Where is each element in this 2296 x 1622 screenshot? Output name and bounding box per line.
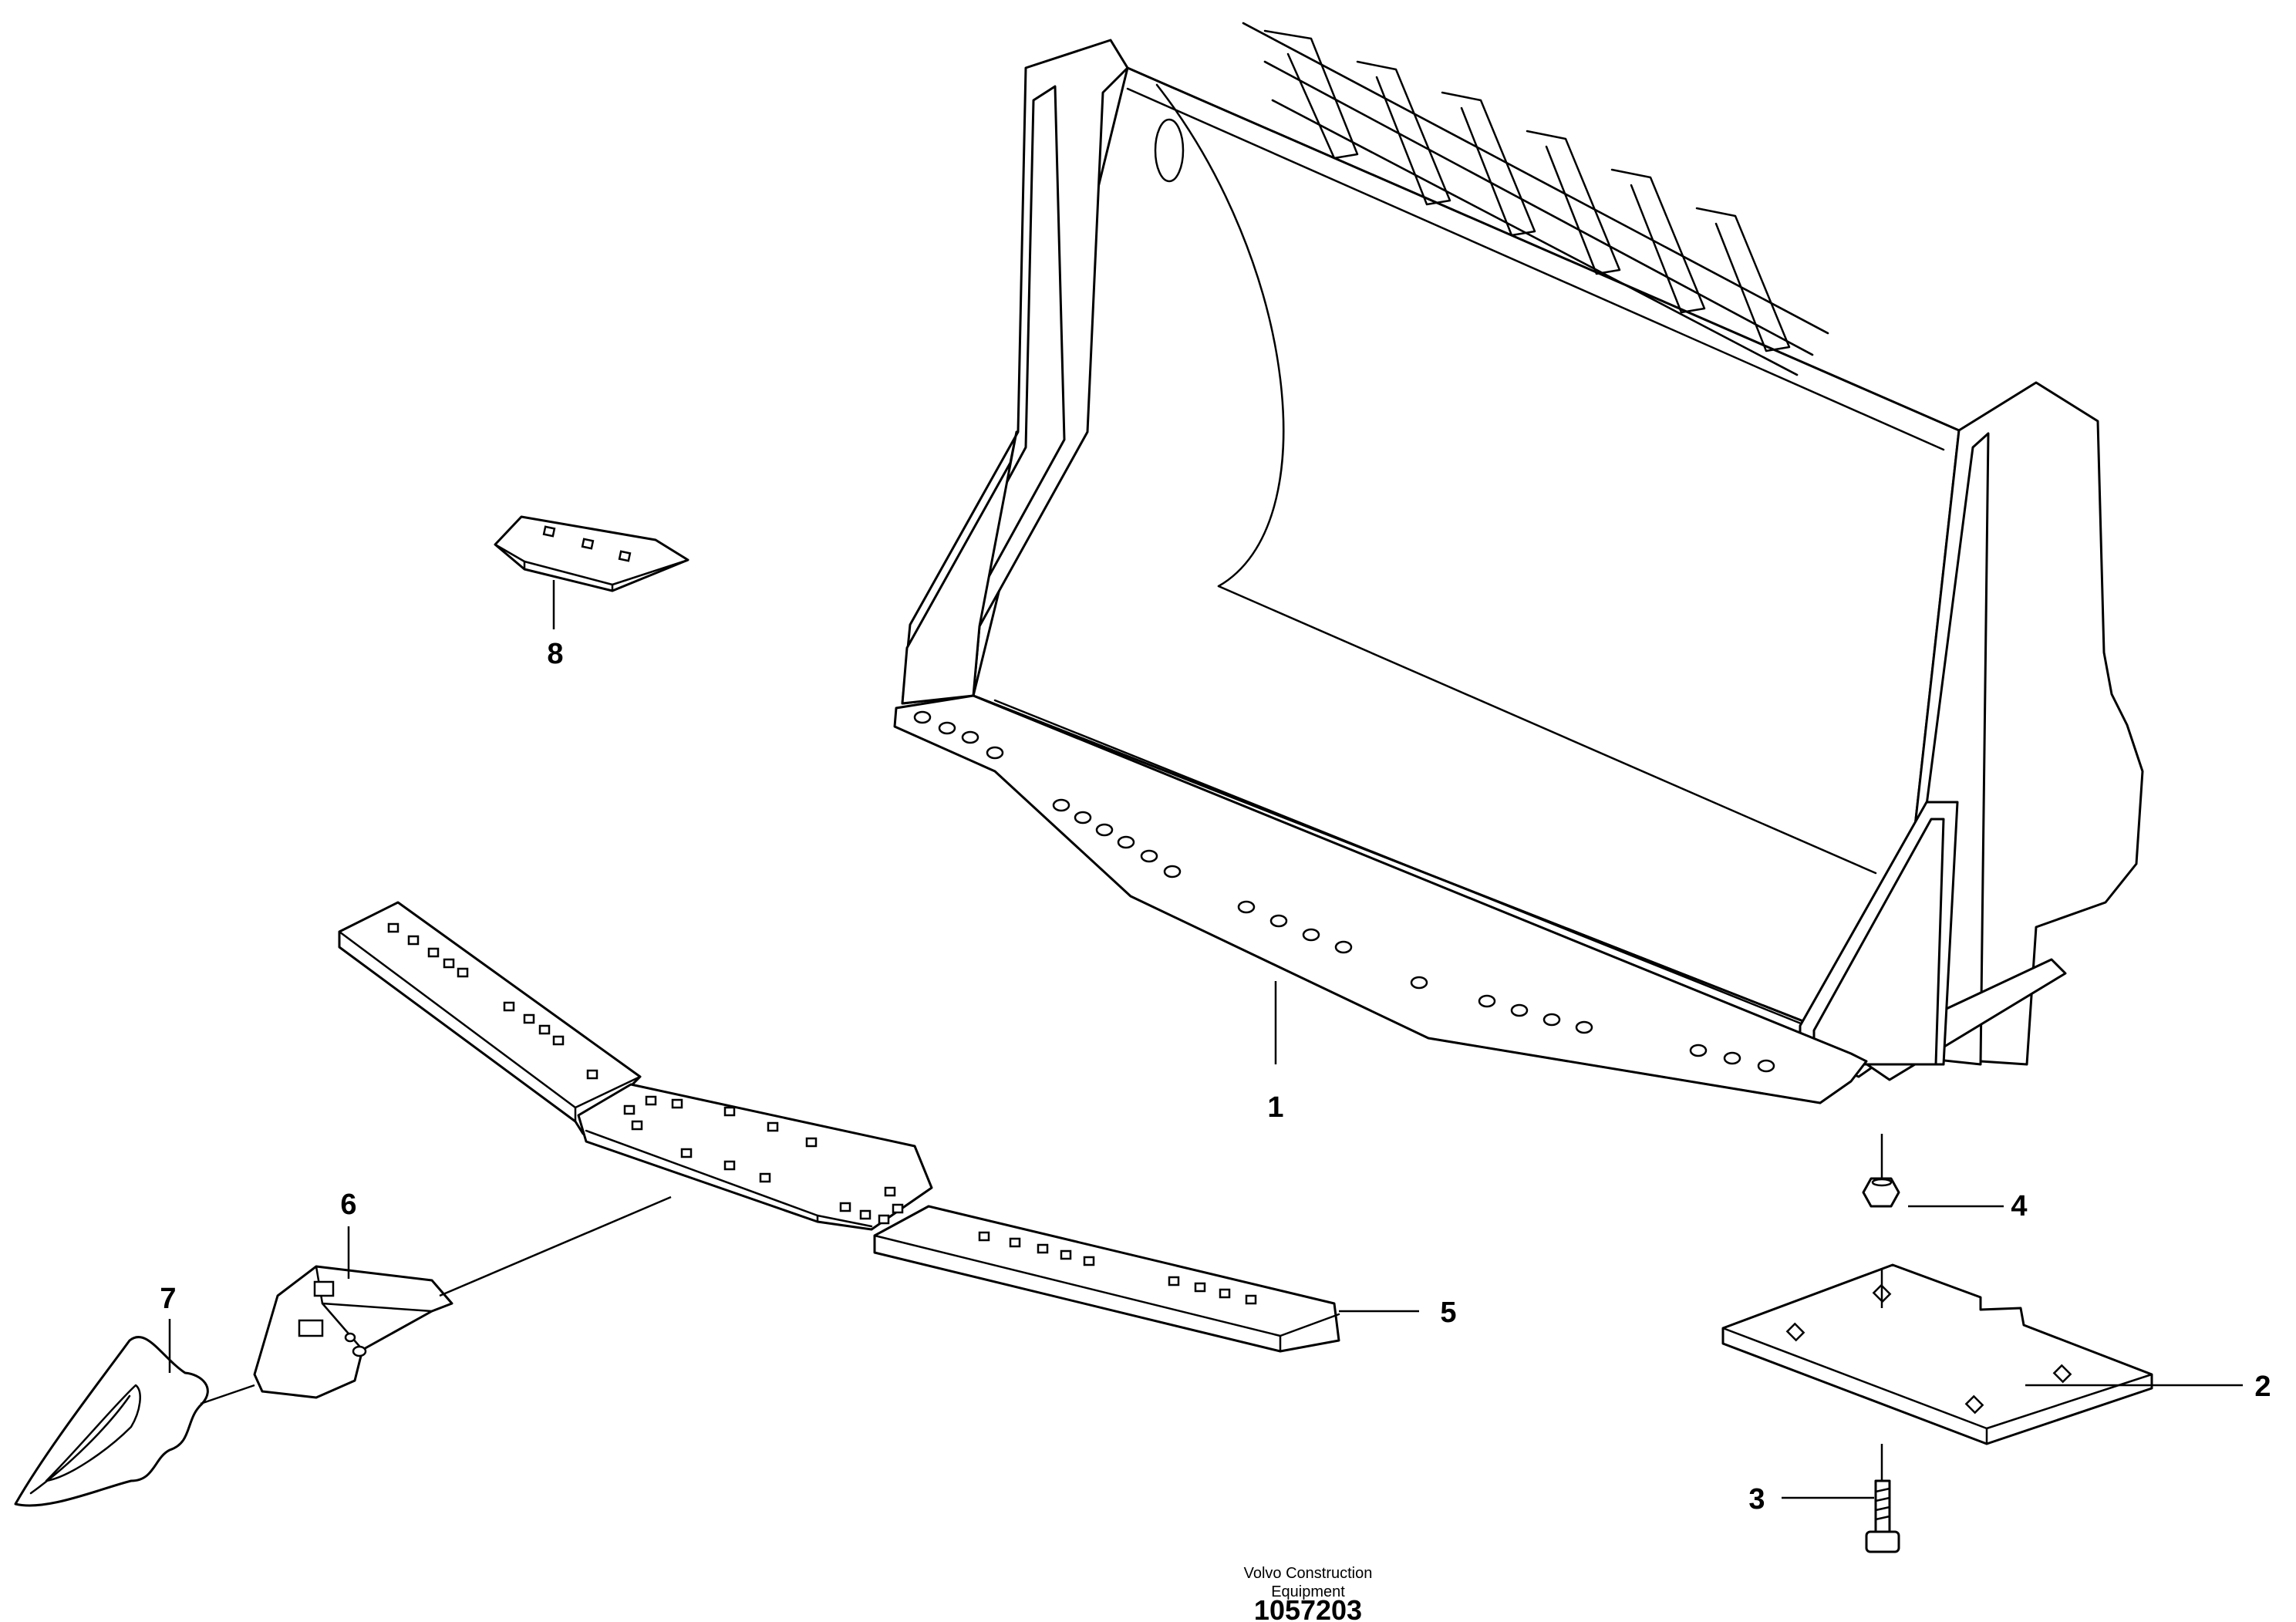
callout-5: 5 bbox=[1440, 1297, 1456, 1329]
leader-lines bbox=[168, 580, 2243, 1499]
bucket-lip-holes bbox=[913, 710, 1775, 1073]
tooth-adapter bbox=[253, 1265, 453, 1399]
bolt bbox=[1865, 1268, 1900, 1553]
wear-segment-bolt-holes bbox=[387, 922, 1257, 1305]
callout-1: 1 bbox=[1267, 1091, 1283, 1124]
document-number: 1057203 bbox=[1254, 1594, 1362, 1622]
callout-2: 2 bbox=[2254, 1371, 2271, 1403]
side-protection-plate bbox=[1721, 1263, 2153, 1445]
callout-4: 4 bbox=[2011, 1190, 2027, 1222]
callout-6: 6 bbox=[340, 1189, 356, 1221]
callout-3: 3 bbox=[1748, 1483, 1765, 1516]
tooth-tip bbox=[14, 1335, 209, 1507]
callout-8: 8 bbox=[547, 638, 563, 670]
wear-segments bbox=[338, 901, 1340, 1353]
wear-segment-small bbox=[494, 515, 689, 592]
nut bbox=[1862, 1134, 1900, 1208]
company-name-line2: Equipment bbox=[1271, 1583, 1345, 1600]
bucket bbox=[893, 22, 2144, 1104]
bucket-top-grille bbox=[1154, 22, 1829, 376]
callout-7: 7 bbox=[160, 1283, 176, 1315]
company-name-line1: Volvo Construction bbox=[1244, 1565, 1373, 1582]
